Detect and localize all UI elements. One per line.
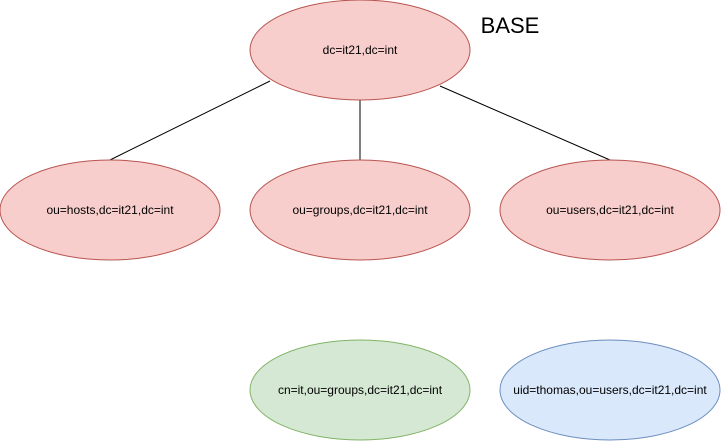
node-group-it[interactable]: cn=it,ou=groups,dc=it21,dc=int xyxy=(249,339,471,441)
node-users-label: ou=users,dc=it21,dc=int xyxy=(546,203,674,217)
node-user-thomas-label: uid=thomas,ou=users,dc=it21,dc=int xyxy=(513,383,707,397)
node-groups-shape xyxy=(249,159,471,261)
node-user-thomas-shape xyxy=(499,339,721,441)
edge-root-hosts xyxy=(109,80,271,161)
node-users[interactable]: ou=users,dc=it21,dc=int xyxy=(499,159,721,261)
node-groups[interactable]: ou=groups,dc=it21,dc=int xyxy=(249,159,471,261)
node-hosts[interactable]: ou=hosts,dc=it21,dc=int xyxy=(0,159,221,261)
edges xyxy=(109,80,611,161)
node-groups-label: ou=groups,dc=it21,dc=int xyxy=(292,203,428,217)
base-label: BASE xyxy=(481,13,540,38)
node-root-shape xyxy=(249,0,471,101)
edge-root-users xyxy=(439,85,611,161)
node-hosts-label: ou=hosts,dc=it21,dc=int xyxy=(46,203,174,217)
node-root[interactable]: dc=it21,dc=int xyxy=(249,0,471,101)
node-user-thomas[interactable]: uid=thomas,ou=users,dc=it21,dc=int xyxy=(499,339,721,441)
node-group-it-label: cn=it,ou=groups,dc=it21,dc=int xyxy=(278,383,443,397)
node-root-label: dc=it21,dc=int xyxy=(323,43,398,57)
node-hosts-shape xyxy=(0,159,221,261)
node-group-it-shape xyxy=(249,339,471,441)
node-users-shape xyxy=(499,159,721,261)
